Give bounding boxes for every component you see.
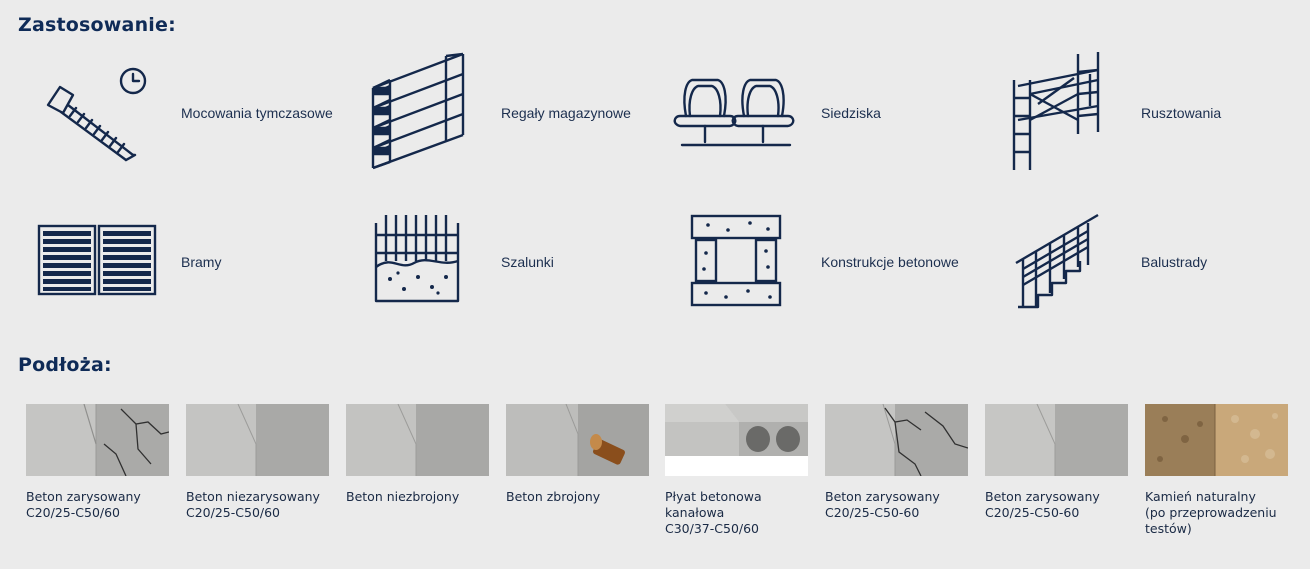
substrate-title: Beton zarysowany — [26, 489, 141, 504]
substrate-detail: C20/25-C50/60 — [186, 505, 281, 520]
seats-icon — [658, 50, 798, 175]
application-item: Mocowania tymczasowe — [18, 50, 338, 180]
application-item: Balustrady — [978, 205, 1298, 335]
substrate-title: Kamień naturalny — [1145, 489, 1256, 504]
application-label: Siedziska — [821, 105, 881, 121]
application-item: Siedziska — [658, 50, 978, 180]
substrate-title: Beton zbrojony — [506, 489, 601, 504]
application-label: Regały magazynowe — [501, 105, 631, 121]
warehouse-rack-icon — [338, 50, 478, 175]
application-item: Regały magazynowe — [338, 50, 658, 180]
balustrade-icon — [978, 205, 1118, 330]
applications-heading: Zastosowanie: — [18, 14, 176, 36]
substrates-heading: Podłoża: — [18, 354, 112, 376]
substrate-title: Płyat betonowa kanałowa — [665, 489, 762, 520]
uncracked-concrete-image — [186, 404, 329, 476]
substrate-item: Beton zarysowany C20/25-C50-60 — [825, 404, 975, 521]
substrate-detail: (po przeprowadzeniu testów) — [1145, 505, 1277, 536]
concrete-structure-icon — [658, 205, 798, 330]
formwork-icon — [338, 205, 478, 330]
substrate-item: Beton zbrojony — [506, 404, 656, 505]
application-item: Rusztowania — [978, 50, 1298, 180]
substrate-detail: C30/37-C50/60 — [665, 521, 760, 536]
substrate-detail: C20/25-C50/60 — [26, 505, 121, 520]
hollow-core-slab-image — [665, 404, 808, 476]
scaffolding-icon — [978, 50, 1118, 175]
substrate-detail: C20/25-C50-60 — [985, 505, 1080, 520]
cracked-concrete-image — [26, 404, 169, 476]
screw-clock-icon — [18, 50, 158, 175]
substrate-title: Beton niezarysowany — [186, 489, 320, 504]
application-item: Bramy — [18, 205, 338, 335]
application-item: Szalunki — [338, 205, 658, 335]
application-label: Konstrukcje betonowe — [821, 254, 959, 270]
natural-stone-image — [1145, 404, 1288, 476]
substrate-item: Beton zarysowany C20/25-C50/60 — [26, 404, 176, 521]
unreinforced-concrete-image — [346, 404, 489, 476]
reinforced-concrete-image — [506, 404, 649, 476]
application-label: Balustrady — [1141, 254, 1208, 270]
application-label: Rusztowania — [1141, 105, 1222, 121]
substrate-item: Beton niezarysowany C20/25-C50/60 — [186, 404, 336, 521]
substrate-item: Kamień naturalny (po przeprowadzeniu tes… — [1145, 404, 1295, 537]
substrate-title: Beton zarysowany — [825, 489, 940, 504]
substrate-item: Beton zarysowany C20/25-C50-60 — [985, 404, 1135, 521]
substrate-item: Beton niezbrojony — [346, 404, 496, 505]
application-label: Bramy — [181, 254, 222, 270]
cracked-concrete-image — [825, 404, 968, 476]
application-item: Konstrukcje betonowe — [658, 205, 978, 335]
substrate-item: Płyat betonowa kanałowa C30/37-C50/60 — [665, 404, 815, 537]
cracked-concrete-image — [985, 404, 1128, 476]
substrate-title: Beton niezbrojony — [346, 489, 460, 504]
application-label: Szalunki — [501, 254, 554, 270]
gate-icon — [18, 205, 158, 330]
substrate-detail: C20/25-C50-60 — [825, 505, 920, 520]
application-label: Mocowania tymczasowe — [181, 105, 333, 121]
substrate-title: Beton zarysowany — [985, 489, 1100, 504]
